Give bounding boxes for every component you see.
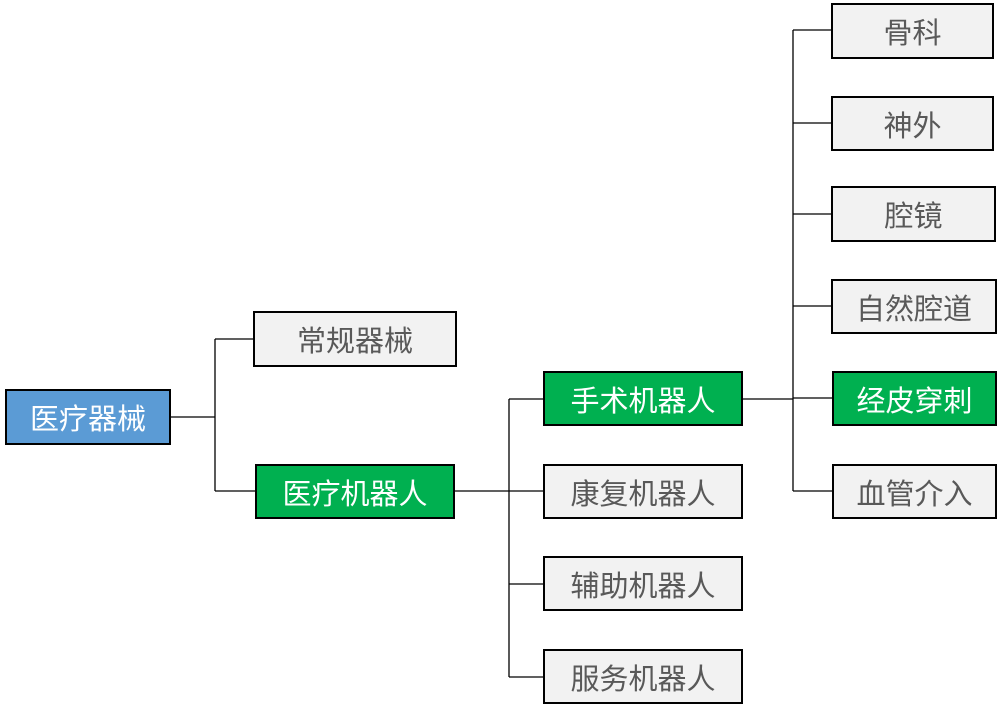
connector-root [170, 338, 255, 492]
connector-surgical-robot [742, 29, 832, 492]
node-vascular-intervention[interactable]: 血管介入 [832, 464, 997, 519]
node-medical-robot[interactable]: 医疗机器人 [255, 464, 455, 519]
node-orthopedics[interactable]: 骨科 [831, 3, 994, 59]
node-rehab-robot[interactable]: 康复机器人 [543, 464, 743, 519]
node-percutaneous[interactable]: 经皮穿刺 [832, 371, 997, 426]
node-surgical-robot[interactable]: 手术机器人 [543, 371, 743, 426]
node-natural-orifice[interactable]: 自然腔道 [831, 279, 997, 334]
connector-medical-robot [454, 398, 543, 678]
node-medical-devices[interactable]: 医疗器械 [5, 389, 171, 445]
node-conventional-devices[interactable]: 常规器械 [253, 311, 457, 367]
node-laparoscopy[interactable]: 腔镜 [831, 186, 996, 242]
node-service-robot[interactable]: 服务机器人 [543, 649, 743, 704]
node-neurosurgery[interactable]: 神外 [831, 96, 994, 151]
node-assist-robot[interactable]: 辅助机器人 [543, 556, 743, 611]
